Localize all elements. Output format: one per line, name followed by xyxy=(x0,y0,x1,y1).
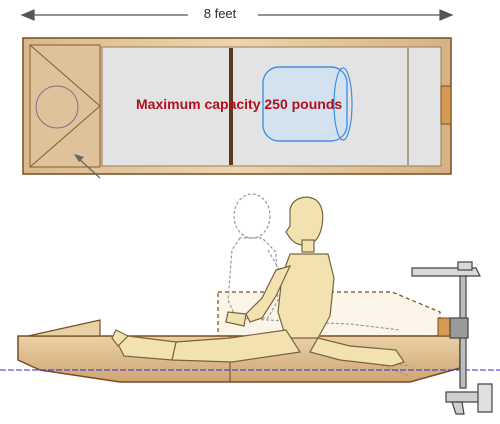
transom-mount xyxy=(440,85,452,125)
boat-top-view xyxy=(22,37,452,179)
capacity-annotation: Maximum capacity 250 pounds xyxy=(136,96,343,112)
fuel-tank-icon xyxy=(262,66,353,142)
trolling-motor-icon xyxy=(411,261,493,415)
dimension-label: 8 feet xyxy=(190,6,250,21)
dimension-arrow-icon xyxy=(20,9,454,21)
person-seated-icon xyxy=(111,196,405,367)
seat-divider xyxy=(229,48,233,165)
bow-section xyxy=(29,44,101,179)
